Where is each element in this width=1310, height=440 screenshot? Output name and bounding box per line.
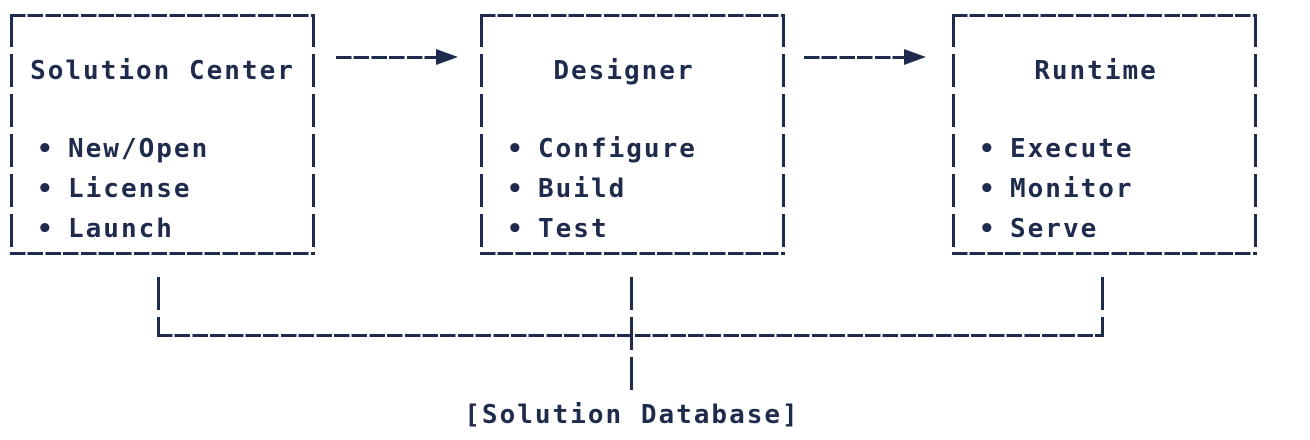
list-item: • License [37, 169, 305, 209]
list-item: • Launch [37, 209, 305, 249]
arrow-shaft [804, 56, 905, 59]
stage-box-runtime: Runtime • Execute • Monitor • Serve [952, 14, 1257, 255]
list-item: • Configure [507, 129, 775, 169]
flow-arrow [804, 49, 926, 66]
list-item-label: New/Open [68, 134, 210, 164]
list-item: • New/Open [37, 129, 305, 169]
connector-stub-solution-center [157, 277, 160, 337]
bullet-icon: • [979, 214, 997, 244]
list-item: • Monitor [979, 169, 1247, 209]
connector-stub-runtime [1101, 277, 1104, 337]
arrow-shaft [336, 56, 437, 59]
right-arrow-icon [436, 49, 458, 65]
stage-box-designer: Designer • Configure • Build • Test [480, 14, 785, 255]
list-item-label: Configure [538, 134, 697, 164]
database-label: [Solution Database] [464, 400, 800, 430]
list-item: • Test [507, 209, 775, 249]
stage-title: Designer [553, 56, 695, 86]
flow-arrow [336, 49, 458, 66]
bullet-icon: • [37, 214, 55, 244]
bullet-icon: • [507, 134, 525, 164]
stage-feature-list: • Execute • Monitor • Serve [979, 129, 1247, 249]
list-item-label: Serve [1010, 214, 1099, 244]
list-item: • Serve [979, 209, 1247, 249]
list-item-label: Launch [68, 214, 174, 244]
list-item-label: Build [538, 174, 627, 204]
connector-stub-designer [630, 277, 633, 390]
stage-feature-list: • New/Open • License • Launch [37, 129, 305, 249]
stage-feature-list: • Configure • Build • Test [507, 129, 775, 249]
bullet-icon: • [507, 214, 525, 244]
stage-box-solution-center: Solution Center • New/Open • License • L… [10, 14, 315, 255]
stage-title: Runtime [1034, 56, 1158, 86]
list-item: • Execute [979, 129, 1247, 169]
connector-horizontal-line [157, 334, 1104, 337]
bullet-icon: • [37, 134, 55, 164]
list-item-label: Execute [1010, 134, 1134, 164]
bullet-icon: • [979, 174, 997, 204]
list-item-label: Test [538, 214, 609, 244]
stage-title: Solution Center [30, 56, 295, 86]
list-item: • Build [507, 169, 775, 209]
bullet-icon: • [37, 174, 55, 204]
bullet-icon: • [507, 174, 525, 204]
list-item-label: License [68, 174, 192, 204]
right-arrow-icon [904, 49, 926, 65]
list-item-label: Monitor [1010, 174, 1134, 204]
bullet-icon: • [979, 134, 997, 164]
